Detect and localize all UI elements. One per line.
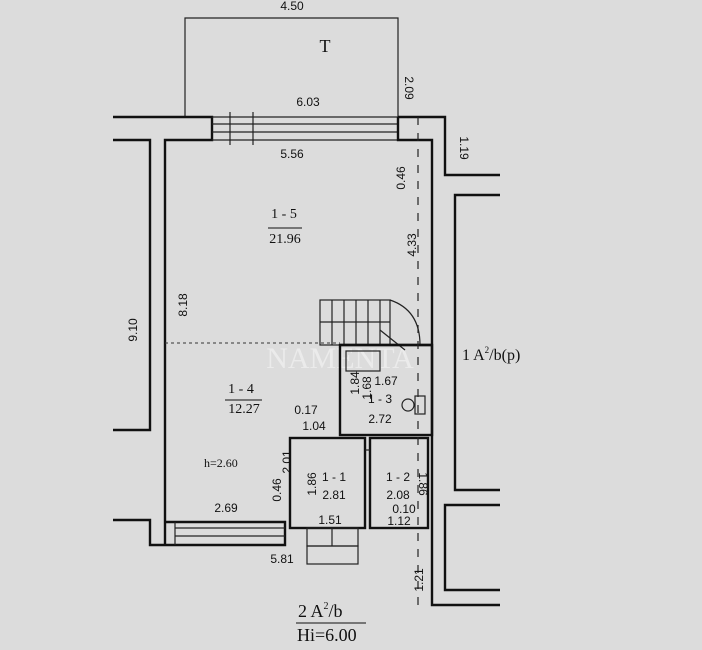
footer-height: Hi=6.00 xyxy=(297,625,357,645)
dim-603: 6.03 xyxy=(296,95,320,109)
dim-818: 8.18 xyxy=(176,293,190,317)
dim-112: 1.12 xyxy=(387,514,411,528)
dim-046-top: 0.46 xyxy=(394,166,408,190)
dim-167: 1.67 xyxy=(374,374,398,388)
room-area: 2.08 xyxy=(386,488,410,502)
floor-label-suffix: /b(p) xyxy=(489,347,520,364)
dim-910: 9.10 xyxy=(126,318,140,342)
room-id: 1 - 3 xyxy=(368,392,392,406)
floor-label-sup: 2 xyxy=(485,345,490,355)
dim-581: 5.81 xyxy=(270,552,294,566)
dimensions: 4.50 T 2.09 6.03 5.56 0.46 1.19 4.33 9.1… xyxy=(126,0,471,592)
dim-104: 1.04 xyxy=(302,419,326,433)
footer-label: 2 A2/b xyxy=(298,601,343,621)
dim-119: 1.19 xyxy=(457,136,471,160)
dim-terrace-depth: 2.09 xyxy=(402,76,416,100)
dim-186-right: 1.86 xyxy=(416,472,430,496)
dim-010: 0.10 xyxy=(392,502,416,516)
dim-269: 2.69 xyxy=(214,501,238,515)
floor-label: 1 A2/b(p) xyxy=(462,345,520,364)
room-id: 1 - 4 xyxy=(228,382,254,397)
terrace-label: T xyxy=(320,36,331,56)
room-area: 21.96 xyxy=(269,232,301,247)
room-id: 1 - 5 xyxy=(271,207,297,222)
dim-121: 1.21 xyxy=(412,568,426,592)
room-area: 2.81 xyxy=(322,488,346,502)
room-id: 1 - 1 xyxy=(322,470,346,484)
dim-186-left: 1.86 xyxy=(305,472,319,496)
dim-168: 1.68 xyxy=(360,376,374,400)
footer-prefix: 2 A xyxy=(298,601,324,621)
terrace xyxy=(184,17,399,117)
dim-556: 5.56 xyxy=(280,147,304,161)
room-id: 1 - 2 xyxy=(386,470,410,484)
walls xyxy=(113,112,500,610)
dim-017: 0.17 xyxy=(294,403,318,417)
dim-184: 1.84 xyxy=(348,371,362,395)
dim-201: 2.01 xyxy=(280,450,294,474)
dim-433: 4.33 xyxy=(405,233,419,257)
footer-suffix: /b xyxy=(329,601,343,621)
room-area: 12.27 xyxy=(228,402,260,417)
room-area: 2.72 xyxy=(368,412,392,426)
dim-151: 1.51 xyxy=(318,513,342,527)
room-labels: 1 - 5 21.96 1 - 4 12.27 1 - 3 2.72 1 - 1… xyxy=(225,207,410,502)
dim-terrace-width: 4.50 xyxy=(280,0,304,13)
ceiling-height: h=2.60 xyxy=(204,456,238,470)
footer-sup: 2 xyxy=(324,601,329,612)
dim-046: 0.46 xyxy=(270,478,284,502)
floor-label-prefix: 1 A xyxy=(462,347,485,364)
